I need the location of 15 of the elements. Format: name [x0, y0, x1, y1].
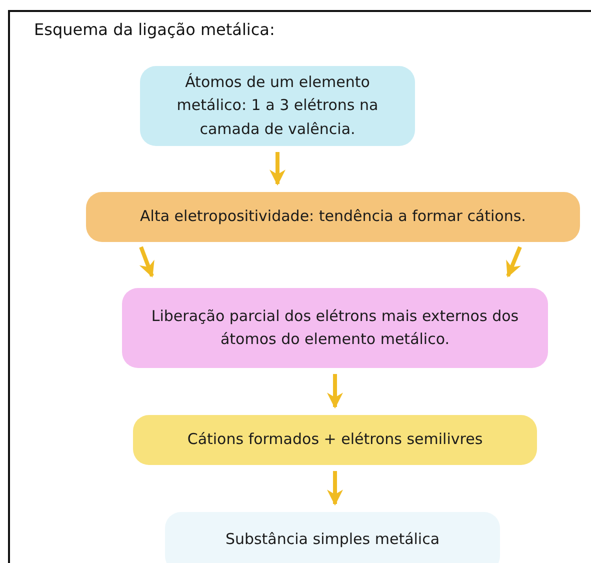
flow-box [140, 66, 415, 146]
arrow [327, 471, 343, 506]
arrow [270, 152, 286, 186]
arrow [139, 246, 154, 278]
flow-box [133, 415, 537, 465]
box-text: Cátions formados + elétrons semilivres [187, 429, 483, 450]
arrow [327, 374, 343, 409]
flow-box [86, 192, 580, 242]
box-text: Átomos de um elemento metálico: 1 a 3 elétrons na camada de valência. [176, 72, 380, 140]
box-text: Liberação parcial dos elétrons mais externos dos átomos do elemento metálico. [150, 306, 520, 350]
box-text: Alta eletropositividade: tendência a formar cátions. [140, 206, 526, 228]
arrow [506, 246, 522, 278]
diagram-title: Esquema da ligação metálica: [34, 20, 275, 39]
flow-box [122, 288, 548, 368]
box-text: Substância simples metálica [225, 529, 440, 550]
